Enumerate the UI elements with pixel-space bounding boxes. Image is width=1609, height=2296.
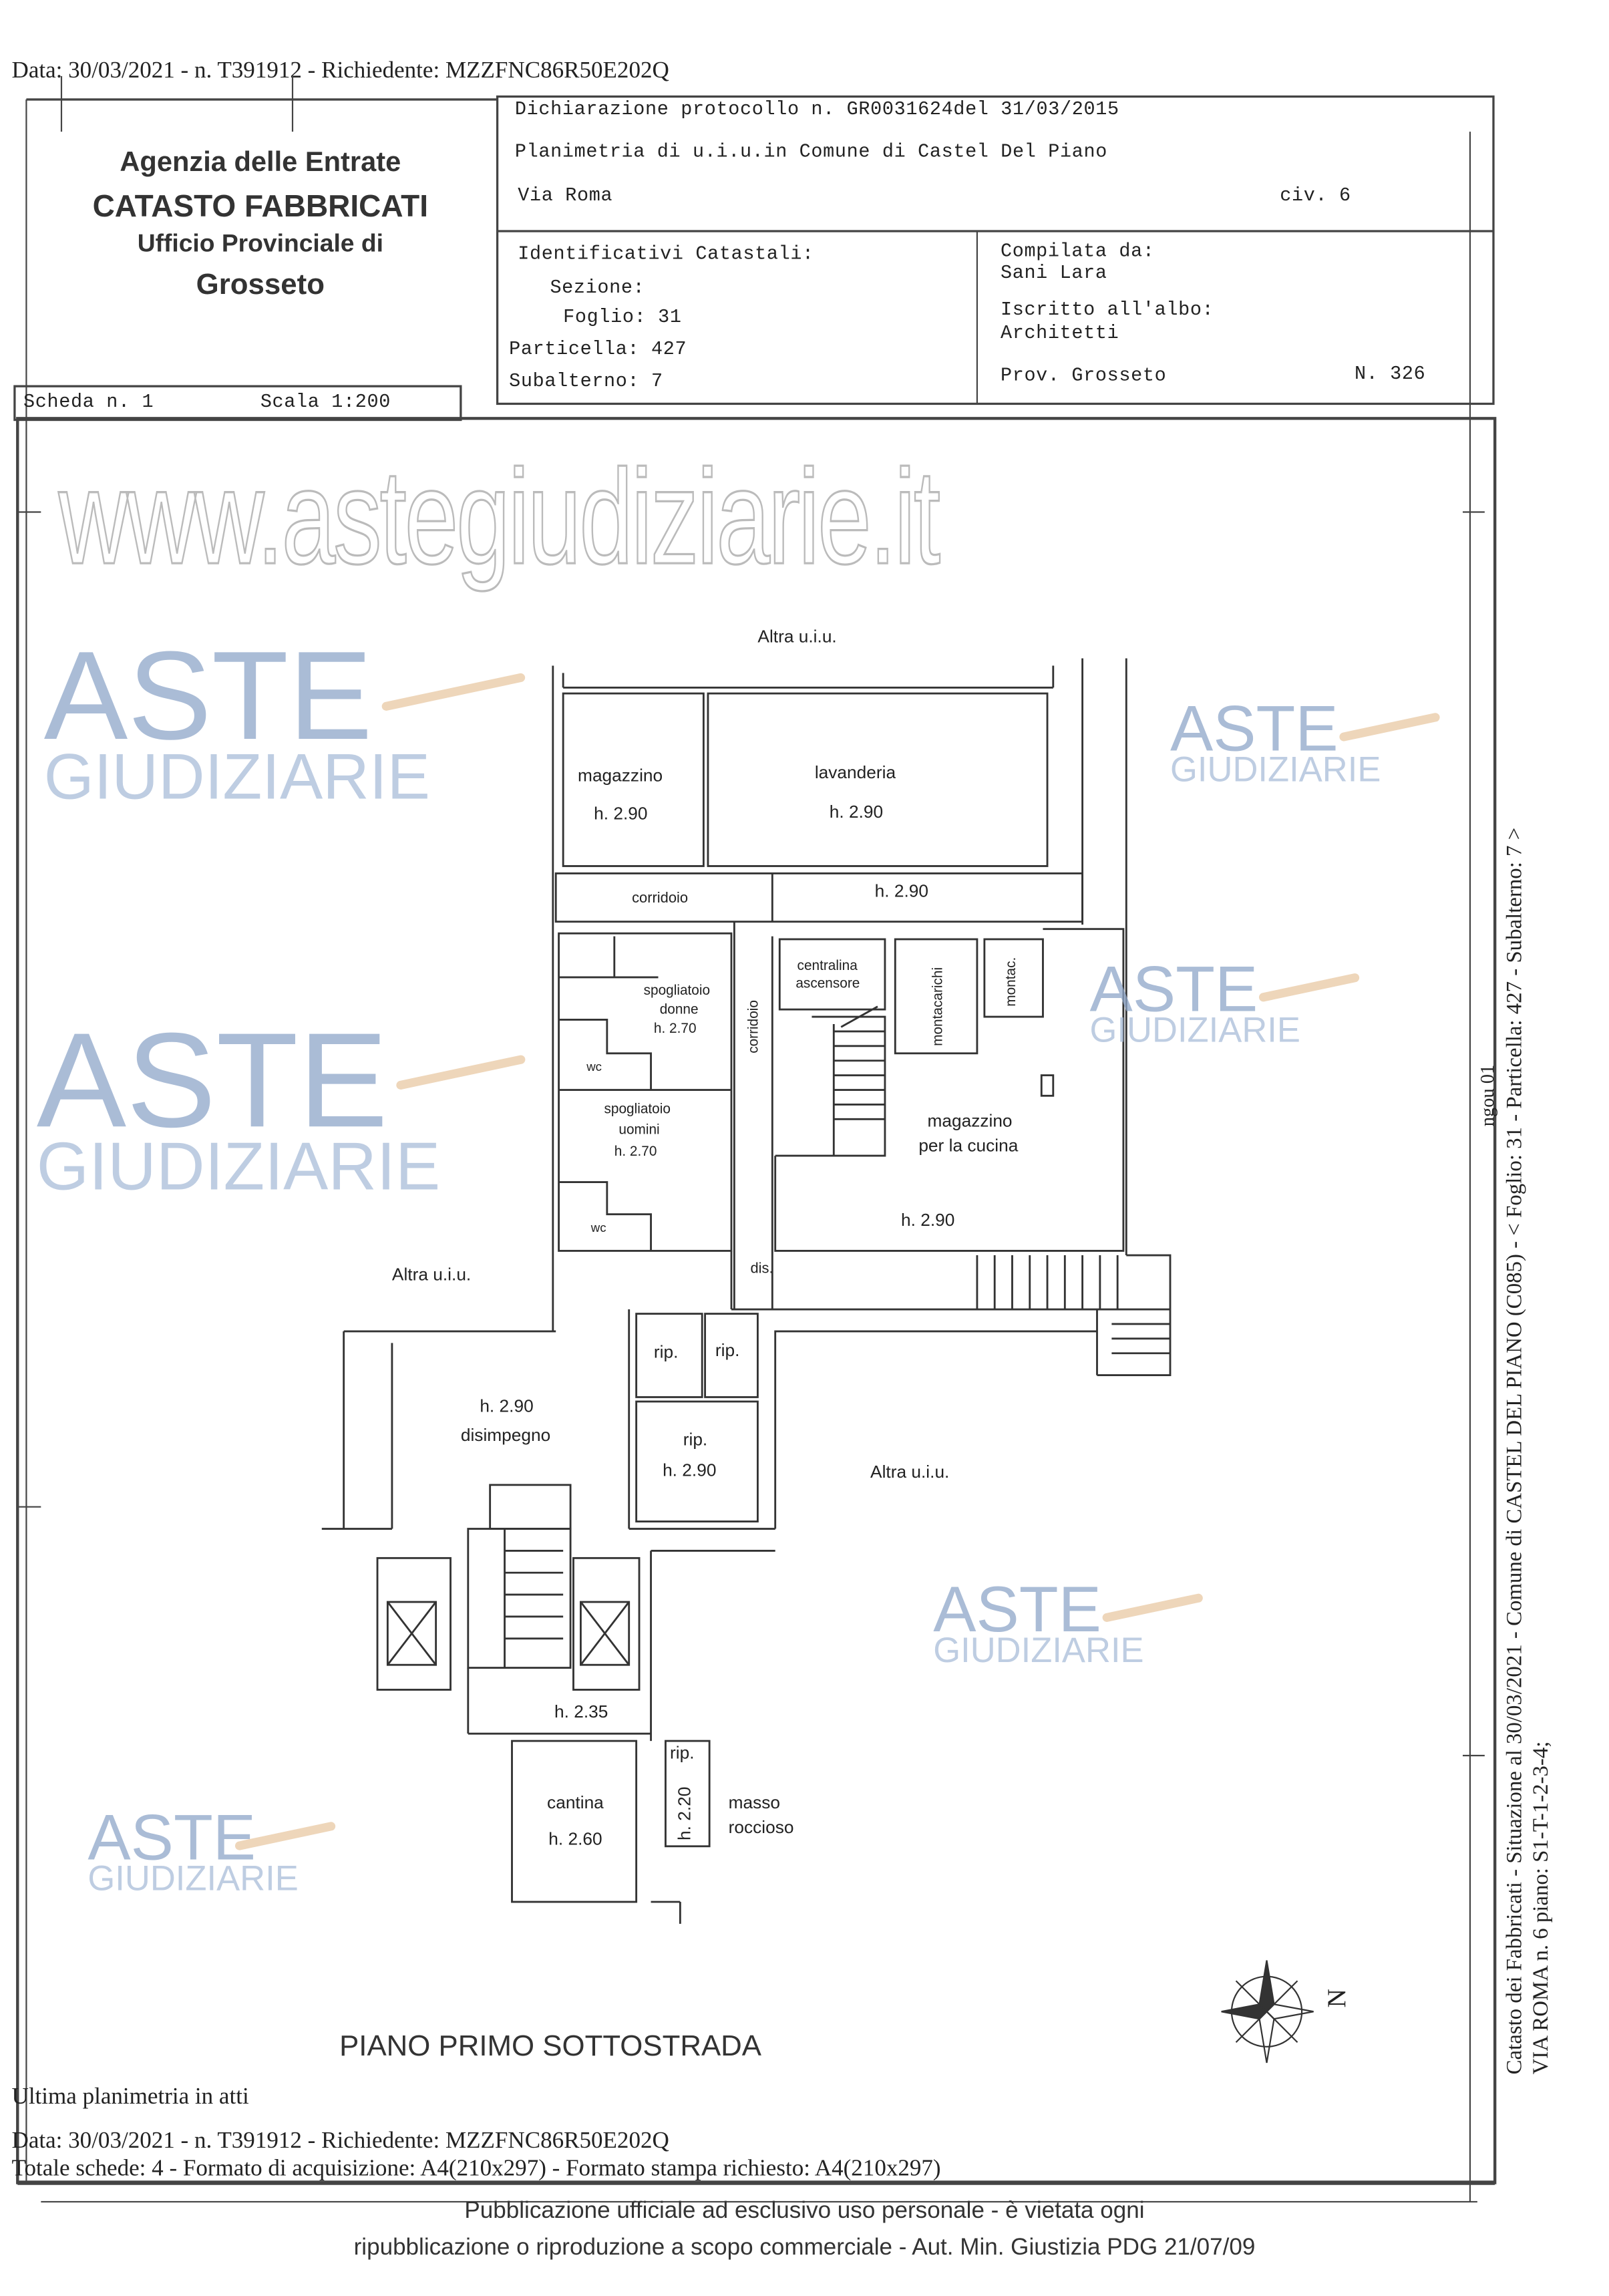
room-rip-4-height: h. 2.20 [674, 1786, 695, 1841]
room-magazzino-cucina: magazzino [927, 1110, 1013, 1131]
request-info: Data: 30/03/2021 - n. T391912 - Richiede… [11, 58, 669, 84]
register-label: Iscritto all'albo: [1000, 298, 1214, 321]
room-spogliatoio-uomini: spogliatoio [604, 1102, 671, 1118]
room-montac: montac. [1003, 957, 1020, 1007]
room-lavanderia: lavanderia [814, 762, 896, 783]
side-cadastral-info: Catasto dei Fabbricati - Situazione al 3… [1503, 827, 1528, 2075]
publication-notice-2: ripubblicazione o riproduzione a scopo c… [353, 2235, 1256, 2261]
north-label: N [1321, 1989, 1351, 2008]
room-montacarichi: montacarichi [930, 967, 946, 1046]
label-roccioso: roccioso [728, 1816, 794, 1838]
room-disimpegno-height: h. 2.90 [480, 1396, 534, 1416]
room-cantina-height: h. 2.60 [548, 1828, 602, 1850]
publication-notice-1: Pubblicazione ufficiale ad esclusivo uso… [464, 2198, 1145, 2224]
room-wc-1: wc [586, 1059, 602, 1074]
room-uomini-height: h. 2.70 [614, 1144, 657, 1160]
room-height-235: h. 2.35 [554, 1701, 608, 1722]
sezione: Sezione: [550, 276, 645, 299]
room-corridoio-vertical: corridoio [745, 1000, 762, 1053]
room-ascensore: ascensore [795, 975, 860, 992]
corridoio-height: h. 2.90 [874, 880, 928, 902]
room-magazzino: magazzino [578, 765, 663, 786]
subalterno: Subalterno: 7 [509, 370, 663, 392]
room-rip-2: rip. [715, 1340, 740, 1361]
plan-location: Planimetria di u.i.u.in Comune di Castel… [514, 140, 1108, 163]
compiled-by-name: Sani Lara [1000, 262, 1107, 284]
particella: Particella: 427 [509, 337, 687, 360]
room-cantina: cantina [547, 1792, 604, 1813]
label-altra-uiu-top: Altra u.i.u. [757, 626, 837, 647]
sheet-number: Scheda n. 1 [23, 390, 154, 413]
room-spogliatoio-donne: spogliatoio [643, 983, 711, 999]
room-corridoio: corridoio [632, 890, 689, 907]
room-wc-2: wc [590, 1220, 606, 1235]
room-disimpegno: disimpegno [460, 1425, 551, 1446]
label-altra-uiu-left: Altra u.i.u. [391, 1264, 472, 1285]
label-altra-uiu-right: Altra u.i.u. [870, 1461, 950, 1482]
register-number: N. 326 [1354, 363, 1426, 385]
label-masso: masso [728, 1792, 781, 1813]
identifiers-title: Identificativi Catastali: [518, 242, 814, 265]
north-compass-icon [1221, 1960, 1314, 2064]
room-lavanderia-height: h. 2.90 [829, 802, 884, 822]
room-donne-height: h. 2.70 [653, 1021, 697, 1037]
register-value: Architetti [1000, 321, 1119, 344]
foglio: Foglio: 31 [563, 305, 682, 328]
footer-format-info: Totale schede: 4 - Formato di acquisizio… [11, 2156, 941, 2182]
room-centralina: centralina [797, 958, 858, 975]
office-city: Grosseto [196, 269, 325, 302]
office-label: Ufficio Provinciale di [137, 229, 383, 258]
declaration-protocol: Dichiarazione protocollo n. GR0031624del… [514, 98, 1119, 120]
side-address-info: VIA ROMA n. 6 piano: S1-T-1-2-3-4; [1530, 1741, 1554, 2075]
room-magazzino-height: h. 2.90 [594, 803, 648, 824]
room-rip-4: rip. [670, 1742, 695, 1763]
side-stamp: ngou 01 [1475, 1064, 1498, 1127]
room-rip-1: rip. [653, 1341, 679, 1362]
floor-title: PIANO PRIMO SOTTOSTRADA [339, 2030, 762, 2063]
agency-name: Agenzia delle Entrate [120, 148, 401, 179]
civic-number: civ. 6 [1280, 184, 1351, 206]
last-plan-note: Ultima planimetria in atti [11, 2084, 249, 2110]
room-rip-3-height: h. 2.90 [663, 1460, 717, 1481]
room-per-la-cucina: per la cucina [918, 1135, 1019, 1156]
site-watermark: www.astegiudiziarie.it [57, 443, 941, 593]
room-dis: dis. [750, 1261, 773, 1277]
province: Prov. Grosseto [1000, 364, 1167, 387]
scale: Scala 1:200 [260, 390, 391, 413]
room-donne: donne [659, 1002, 699, 1019]
room-uomini: uomini [618, 1122, 660, 1138]
footer-request-info: Data: 30/03/2021 - n. T391912 - Richiede… [11, 2128, 669, 2154]
catasto-title: CATASTO FABBRICATI [92, 190, 429, 224]
room-rip-3: rip. [683, 1429, 708, 1450]
room-cucina-height: h. 2.90 [901, 1210, 955, 1231]
compiled-by-label: Compilata da: [1000, 240, 1155, 263]
street: Via Roma [518, 184, 613, 206]
